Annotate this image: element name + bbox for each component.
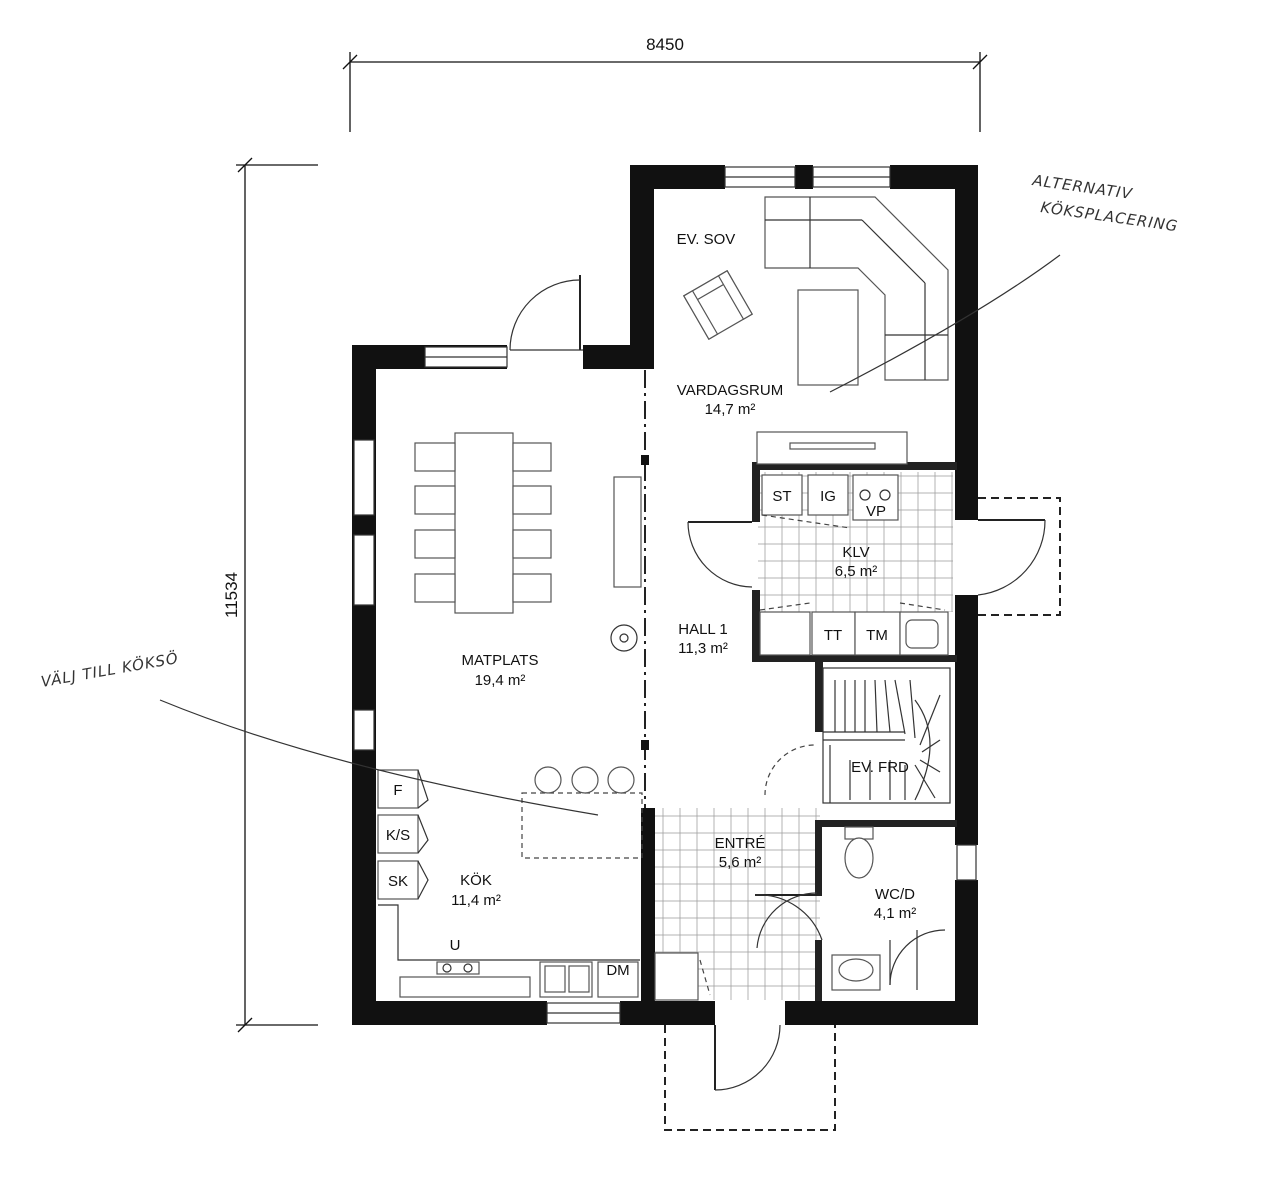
dining-furniture [414, 432, 642, 652]
dm-label: DM [606, 962, 629, 979]
alt-kitchen-pointer [829, 254, 1061, 393]
ig-label: IG [820, 488, 836, 505]
tt-label: TT [824, 627, 842, 644]
matplats-area: 19,4 m² [475, 672, 526, 689]
doors [509, 275, 1046, 1091]
entre-area: 5,6 m² [719, 854, 762, 871]
outdoor-dashed [521, 497, 1061, 1131]
ev-frd-label: EV. FRD [851, 759, 909, 776]
vp-label: VP [866, 503, 886, 520]
living-furniture [683, 196, 949, 465]
klv-fixtures: ST IG VP TT TM [759, 474, 949, 656]
st-label: ST [772, 488, 791, 505]
depth-dimension: 11534 [222, 157, 318, 1033]
choose-island-pointer [159, 699, 599, 816]
hall-label: HALL 1 [678, 621, 727, 638]
width-dimension: 8450 [342, 35, 988, 132]
klv-area: 6,5 m² [835, 563, 878, 580]
ks-label: K/S [386, 827, 410, 844]
u-label: U [450, 937, 461, 954]
entre-fixtures [654, 952, 711, 1001]
interior-walls [641, 370, 957, 1001]
annotations: ALTERNATIV KÖKSPLACERING VÄLJ TILL KÖKSÖ [39, 171, 1180, 816]
entre-label: ENTRÉ [715, 835, 766, 852]
kok-label: KÖK [460, 871, 492, 889]
wcd-label: WC/D [875, 886, 915, 903]
width-dimension-label: 8450 [646, 35, 684, 54]
stairs [822, 667, 951, 804]
ev-sov-label: EV. SOV [677, 231, 736, 248]
choose-island-note: VÄLJ TILL KÖKSÖ [39, 648, 180, 691]
windows [353, 166, 977, 1024]
klv-label: KLV [842, 544, 869, 561]
tm-label: TM [866, 627, 888, 644]
vardagsrum-label: VARDAGSRUM [677, 382, 783, 399]
f-label: F [393, 782, 402, 799]
wc-fixtures [831, 826, 918, 991]
kok-area: 11,4 m² [451, 892, 501, 909]
kitchen-fixtures: F K/S SK [377, 766, 640, 998]
wcd-area: 4,1 m² [874, 905, 917, 922]
room-labels: EV. SOV VARDAGSRUM 14,7 m² MATPLATS 19,4… [450, 231, 917, 979]
vardagsrum-area: 14,7 m² [705, 401, 756, 418]
alt-kitchen-note-line2: KÖKSPLACERING [1039, 197, 1179, 235]
matplats-label: MATPLATS [462, 652, 539, 669]
hall-area: 11,3 m² [678, 640, 728, 657]
depth-dimension-label: 11534 [222, 572, 241, 618]
sk-label: SK [388, 873, 408, 890]
